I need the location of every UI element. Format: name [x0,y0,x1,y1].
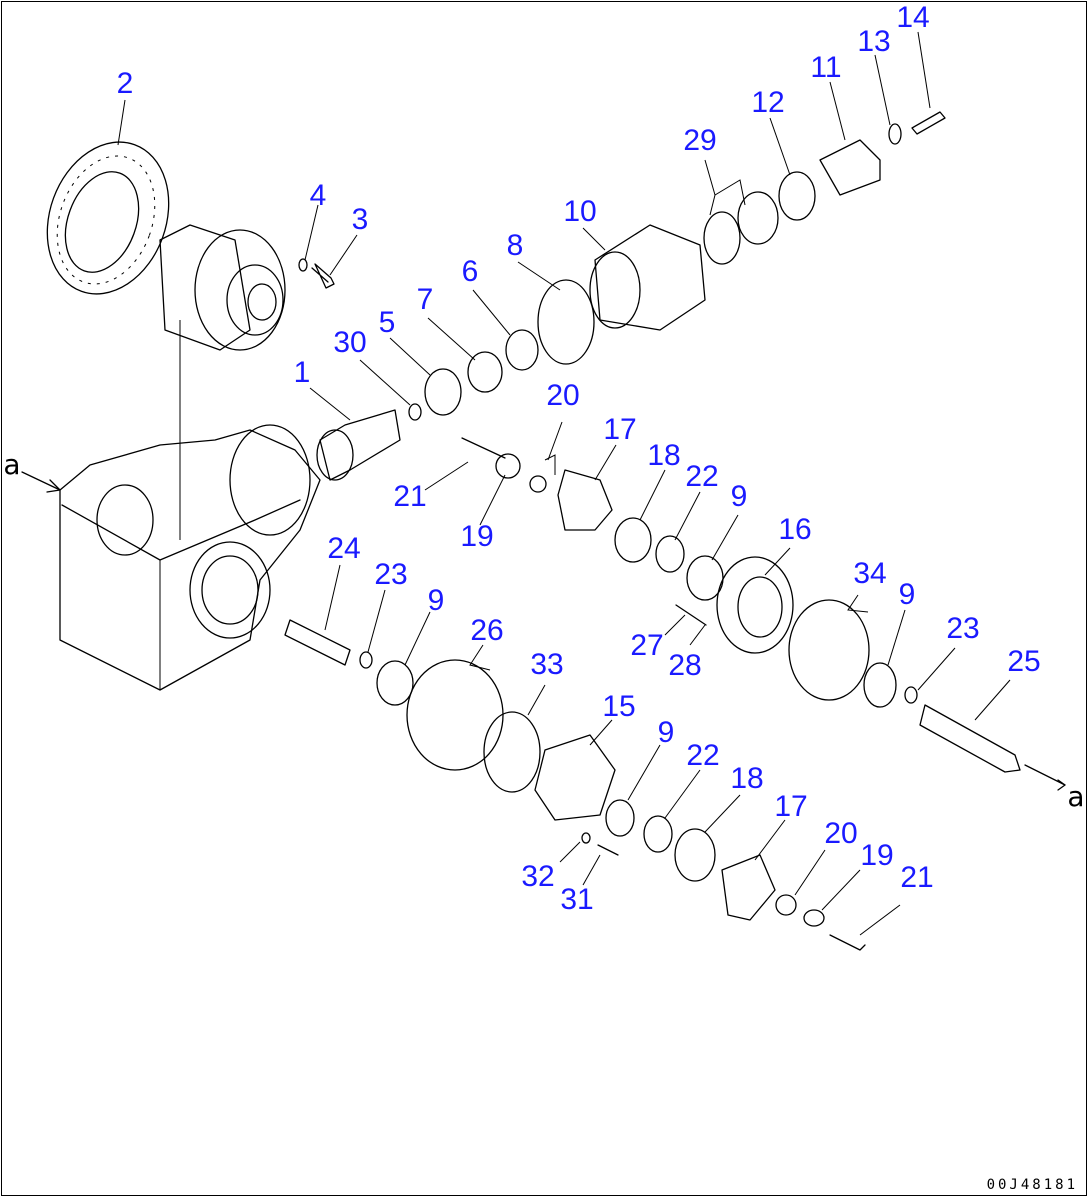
callout-17-lower: 17 [774,790,808,823]
callout-2: 2 [116,67,134,100]
right-output-parts [461,437,1066,791]
callout-16: 16 [778,513,812,546]
callout-23-left: 23 [374,558,408,591]
callout-9-left: 9 [427,584,445,617]
callout-34: 34 [853,557,887,590]
callout-4: 4 [309,179,327,212]
axle-housing [59,424,321,691]
callout-13: 13 [857,25,891,58]
callout-20-lower: 20 [824,817,858,850]
callout-21-lower: 21 [900,861,934,894]
callout-15: 15 [602,690,636,723]
callout-21-upper: 21 [393,480,427,513]
ring-gear [46,141,170,295]
callout-18-upper: 18 [647,439,681,472]
callout-9-upper: 9 [730,480,748,513]
callout-5: 5 [378,306,396,339]
callout-33: 33 [530,648,564,681]
callout-26: 26 [470,614,504,647]
callout-29: 29 [683,124,717,157]
callout-17-upper: 17 [603,413,637,446]
callout-10: 10 [563,195,597,228]
view-marker-a-left: a [3,448,21,481]
callout-22-upper: 22 [685,460,719,493]
pinion-gear [316,409,401,481]
callout-24: 24 [327,532,361,565]
cage-housing [589,224,706,331]
callout-20-upper: 20 [546,379,580,412]
callout-19-upper: 19 [460,520,494,553]
callout-9-lower: 9 [657,716,675,749]
callout-9-right: 9 [898,578,916,611]
view-marker-a-right: a [1067,780,1085,813]
callout-6: 6 [461,255,479,288]
callout-1: 1 [293,356,311,389]
bolt-4-3 [298,258,335,289]
callout-30: 30 [333,326,367,359]
view-arrow-left [21,471,61,493]
differential-carrier [159,224,286,540]
callout-23-right: 23 [946,612,980,645]
callout-7: 7 [416,283,434,316]
callout-22-lower: 22 [686,739,720,772]
callout-19-lower: 19 [860,839,894,872]
callout-32: 32 [521,860,555,893]
bearings-upper [408,279,595,421]
callout-12: 12 [751,86,785,119]
callout-31: 31 [560,883,594,916]
drawing-reference-number: 00J48181 [986,1177,1078,1193]
leader-lines [117,31,1011,936]
left-output-parts [284,619,866,951]
callout-25: 25 [1007,645,1041,678]
callout-14: 14 [896,1,930,34]
callout-11: 11 [810,51,842,84]
callout-27: 27 [630,629,664,662]
upper-small-parts [703,111,946,265]
callout-8: 8 [506,229,524,262]
callout-3: 3 [351,203,369,236]
callout-18-lower: 18 [730,762,764,795]
callout-28: 28 [668,649,702,682]
